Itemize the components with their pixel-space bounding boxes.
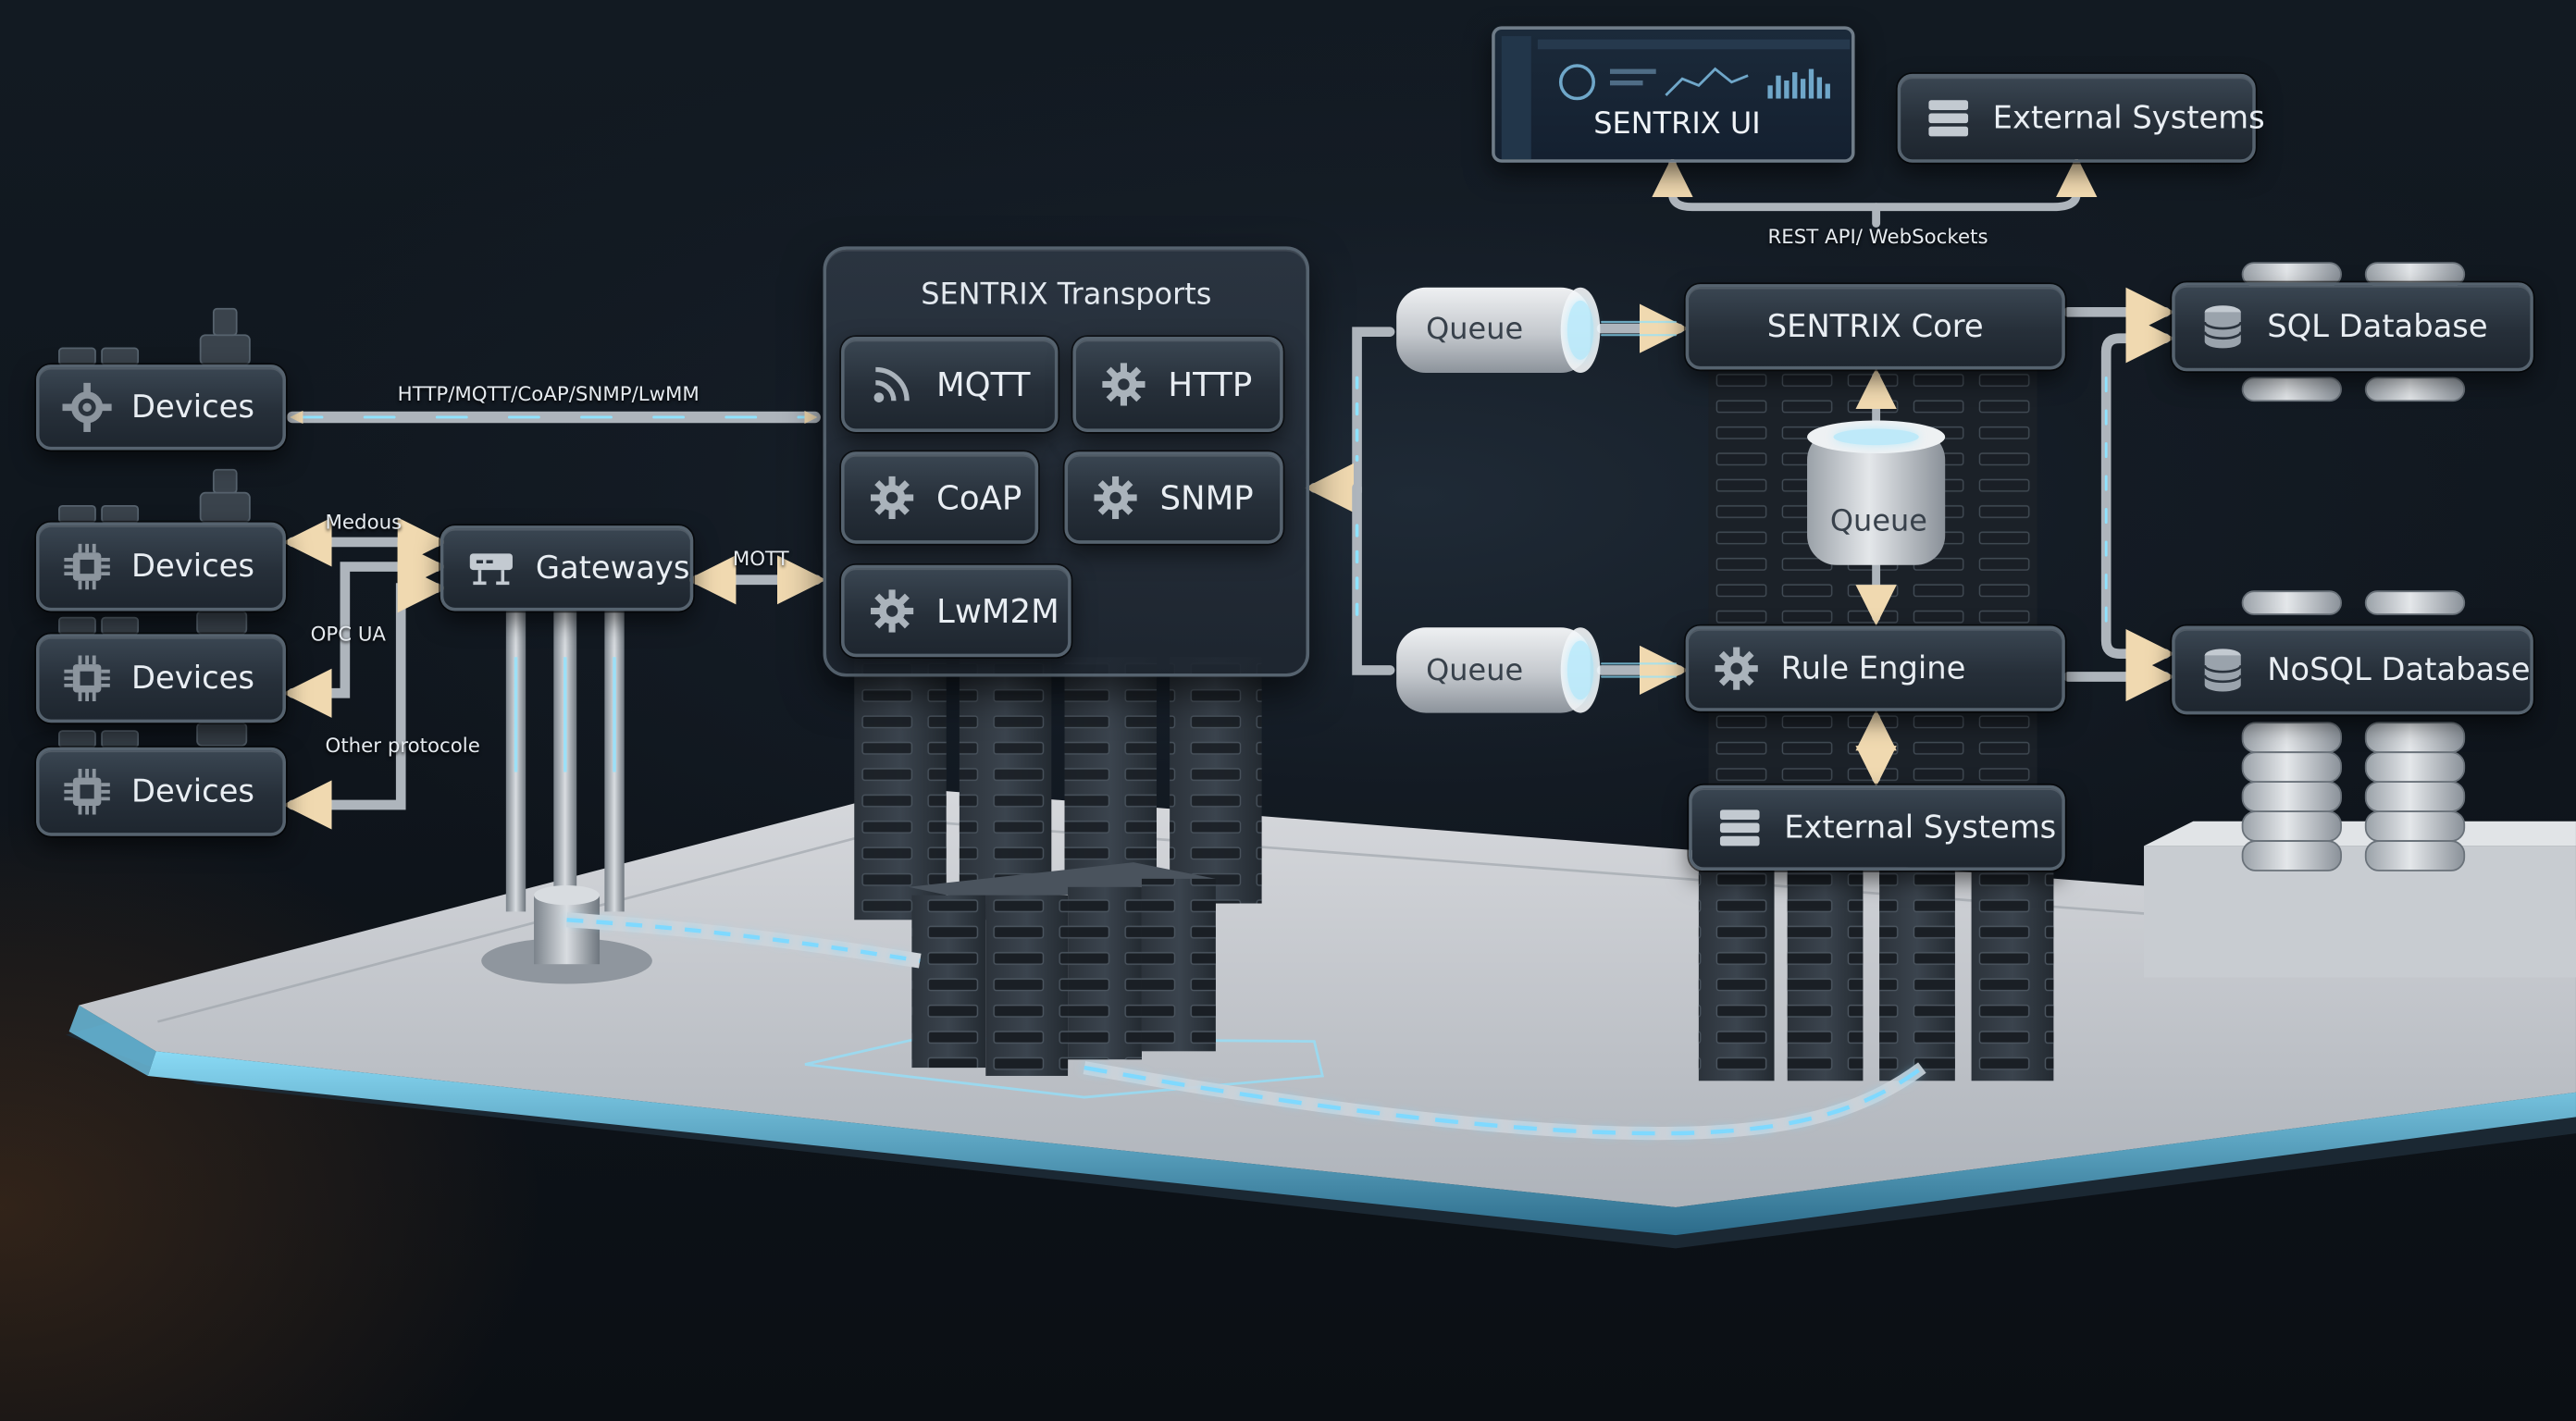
stack-icon <box>1715 803 1765 852</box>
gateway-pipes <box>481 607 922 984</box>
transport-lwm2m-label: LwM2M <box>936 591 1059 631</box>
rule-engine-label: Rule Engine <box>1780 649 1966 686</box>
chip-icon <box>62 767 111 816</box>
devices-label-2: Devices <box>131 548 255 585</box>
opc-ua-label: OPC UA <box>310 622 387 646</box>
transport-snmp-label: SNMP <box>1159 477 1254 518</box>
gear-icon <box>1091 473 1140 522</box>
queue-bottom-label: Queue <box>1426 653 1524 688</box>
devices-transports-protocols-label: HTTP/MQTT/CoAP/SNMP/LwMM <box>397 382 700 406</box>
transport-http[interactable]: HTTP <box>1072 336 1283 432</box>
medous-label: Medous <box>325 511 402 535</box>
other-protocol-label: Other protocole <box>325 734 480 758</box>
external-systems-bottom-label: External Systems <box>1784 809 2057 846</box>
gear-icon <box>1712 644 1761 693</box>
rule-engine-node[interactable]: Rule Engine <box>1685 625 2065 711</box>
nosql-database-label: NoSQL Database <box>2267 650 2531 688</box>
connectors <box>282 155 2175 830</box>
devices-node-1[interactable]: Devices <box>36 365 286 451</box>
devices-label-3: Devices <box>131 659 255 696</box>
gateway-mqtt-label: MOTT <box>732 547 789 571</box>
devices-node-4[interactable]: Devices <box>36 747 286 836</box>
transport-http-label: HTTP <box>1168 365 1253 404</box>
sentrix-ui-screen[interactable]: SENTRIX UI <box>1492 26 1855 163</box>
transport-lwm2m[interactable]: LwM2M <box>841 564 1071 658</box>
rss-icon <box>867 360 916 409</box>
transport-mqtt-label: MQTT <box>936 365 1031 404</box>
gear-icon <box>1099 360 1148 409</box>
transport-snmp[interactable]: SNMP <box>1064 451 1283 544</box>
sentrix-core-node[interactable]: SENTRIX Core <box>1685 284 2065 370</box>
gear-icon <box>867 473 916 522</box>
gateways-label: Gateways <box>535 549 690 586</box>
external-systems-top-label: External Systems <box>1992 99 2265 136</box>
gateways-node[interactable]: Gateways <box>440 525 694 612</box>
dashboard-thumbnail <box>1501 36 1851 160</box>
sql-database-node[interactable]: SQL Database <box>2172 282 2533 372</box>
sentrix-core-label: SENTRIX Core <box>1766 307 1984 344</box>
devices-node-2[interactable]: Devices <box>36 522 286 612</box>
external-systems-top[interactable]: External Systems <box>1897 73 2265 163</box>
rest-websockets-label: REST API/ WebSockets <box>1767 225 1988 249</box>
database-icon <box>2198 646 2248 695</box>
queue-middle-label: Queue <box>1829 504 1927 539</box>
external-systems-bottom[interactable]: External Systems <box>1689 785 2065 871</box>
stack-icon <box>1924 93 1973 142</box>
transport-coap[interactable]: CoAP <box>841 451 1039 544</box>
devices-node-3[interactable]: Devices <box>36 634 286 723</box>
transport-coap-label: CoAP <box>936 477 1022 518</box>
floor-pipe-glow <box>1084 1065 1924 1136</box>
devices-label-4: Devices <box>131 772 255 809</box>
chip-icon <box>62 542 111 591</box>
sql-database-label: SQL Database <box>2267 307 2488 344</box>
transport-mqtt[interactable]: MQTT <box>841 336 1059 432</box>
nosql-database-node[interactable]: NoSQL Database <box>2172 625 2533 715</box>
foreground-server-racks <box>908 862 1216 1076</box>
database-icon <box>2198 303 2248 352</box>
queue-top-label: Queue <box>1426 312 1524 347</box>
gear-icon <box>62 382 112 432</box>
database-stacks <box>2144 262 2576 978</box>
queue-cylinders <box>1396 287 1946 713</box>
chip-icon <box>62 654 111 703</box>
sentrix-ui-label: SENTRIX UI <box>1593 106 1761 142</box>
transports-title: SENTRIX Transports <box>921 278 1212 313</box>
router-icon <box>466 544 515 593</box>
gear-icon <box>867 587 916 636</box>
devices-label-1: Devices <box>131 388 255 425</box>
transport-server-racks <box>854 657 1262 921</box>
